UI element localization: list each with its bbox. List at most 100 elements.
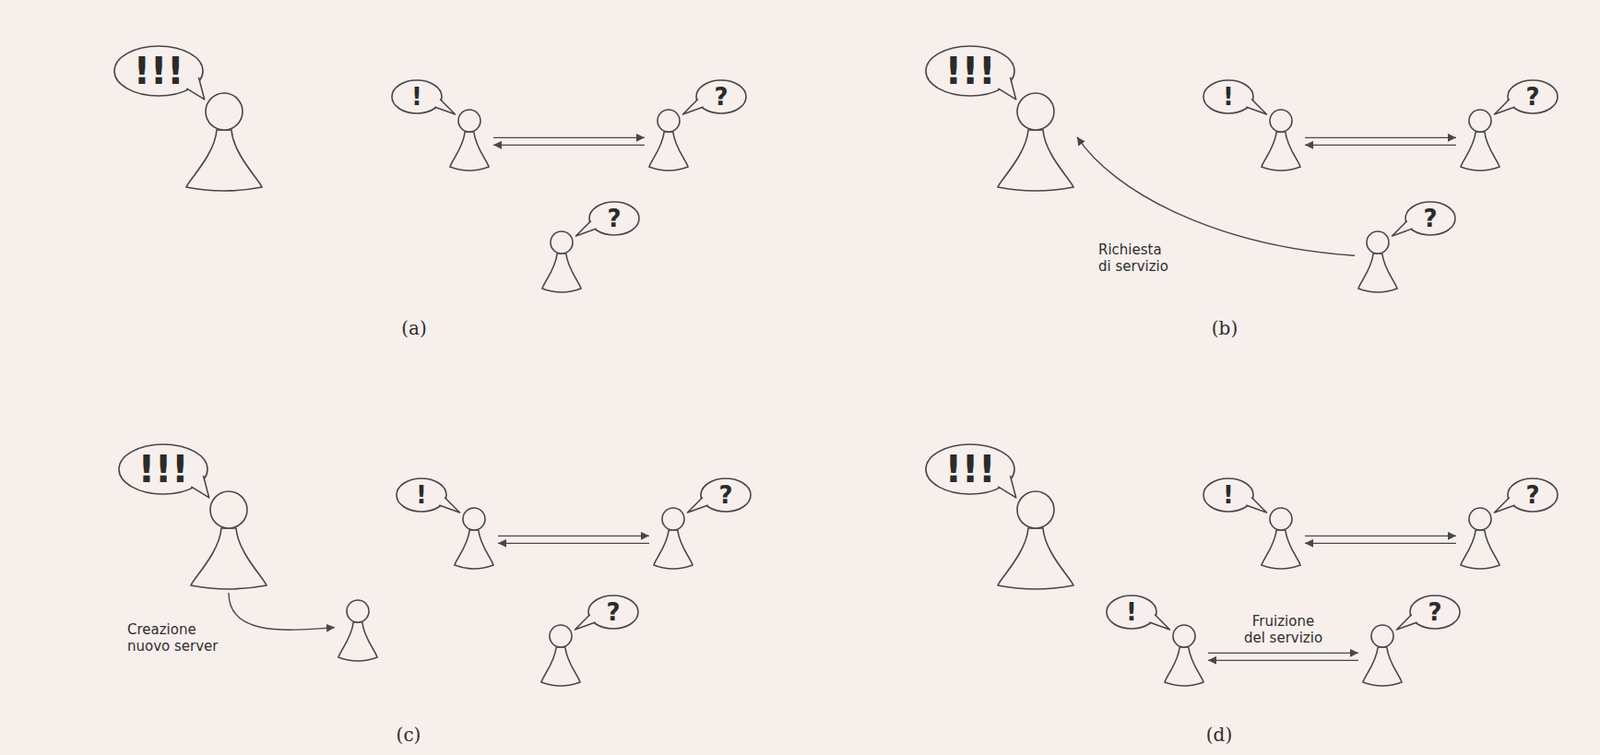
speech-bubble [1507,80,1558,114]
process-figure: ? [1362,624,1403,688]
process-figure: ? [1459,108,1501,172]
pawn-head [210,491,248,529]
bubble-tail [1493,497,1515,512]
pawn-figure [1260,507,1302,570]
connector-arrow [1208,660,1359,662]
bubble-tail [682,98,703,114]
process-figure: ? [648,108,689,172]
bubble-symbol: ? [606,206,621,231]
connector-arrow [493,137,645,139]
bubble-symbol: ! [415,483,427,508]
speech-bubble [1410,595,1460,629]
bubble-tail [1391,220,1412,236]
pawn-figure [541,230,582,294]
panel-label: (a) [401,317,427,340]
panel-label: (d) [1206,723,1233,747]
connector-arrow [1304,535,1457,537]
pawn-head [1366,231,1389,254]
process-figure: ! [453,507,495,570]
pawn-figure [449,108,490,172]
speech-bubble [696,80,747,114]
process-figure: ! [1163,624,1205,688]
bubble-tail [574,614,595,629]
pawn-head [1371,625,1394,648]
pawn-figure [1357,230,1399,294]
speech-bubble [1203,478,1254,512]
bubble-symbol: ! [411,84,423,109]
edge-label: Richiesta di servizio [1096,241,1173,275]
bubble-tail [997,475,1016,498]
bubble-tail [1245,98,1267,114]
bubble-symbol: !!! [133,52,185,90]
bubble-symbol: ? [1525,84,1540,109]
pawn-figure [1163,624,1205,688]
pawn-head [458,109,481,132]
pawn-head [550,231,573,254]
bubble-tail [186,77,204,100]
pawn-figure [453,507,495,570]
pawn-head [662,508,685,531]
pawn-head [205,93,243,131]
process-figure: ? [540,624,581,688]
connector-arrow [1208,652,1359,654]
speech-bubble [1203,80,1254,114]
process-figure: ! [449,108,490,172]
bubble-tail [1149,614,1170,629]
pawn-body [1460,530,1500,569]
pawn-figure [1260,108,1302,172]
speech-bubble [1507,478,1558,512]
speech-bubble [700,478,751,512]
pawn-body [541,647,581,687]
bubble-tail [1493,98,1515,114]
process-figure [337,599,379,663]
pawn-body [1261,131,1301,171]
pawn-head [346,600,369,623]
bubble-symbol: !!! [945,450,996,488]
pawn-head [1469,109,1492,132]
connector-arrow [1304,543,1457,545]
pawn-body [542,253,581,293]
connector-arrow [493,144,645,146]
edge-label: Fruizione del servizio [1241,613,1327,647]
bubble-symbol: ! [1222,483,1234,508]
bubble-symbol: ? [1427,600,1442,625]
bubble-tail [997,77,1016,100]
bubble-tail [687,497,708,512]
bubble-symbol: ? [605,600,620,625]
main-server-figure: !!! [996,490,1075,591]
main-server-figure: !!! [189,490,268,591]
pawn-body [338,622,378,662]
bubble-symbol: !!! [945,52,996,90]
pawn-body [190,528,267,590]
bubble-tail [575,220,596,236]
bubble-symbol: ? [718,483,733,508]
speech-bubble [1106,595,1157,629]
connector-arrow [1077,137,1355,257]
pawn-head [1269,508,1292,531]
pawn-head [1017,491,1055,529]
process-figure: ! [1260,507,1302,570]
bubble-tail [434,98,455,114]
pawn-figure [996,490,1075,591]
speech-bubble [588,595,639,629]
speech-bubble [589,201,640,236]
pawn-head [657,109,680,132]
connector-arrow [228,592,335,630]
speech-bubble [396,478,447,512]
bubble-symbol: ? [1422,206,1437,231]
pawn-body [649,131,688,171]
bubble-symbol: ? [1525,483,1540,508]
connector-arrow [1304,144,1457,146]
pawn-figure [652,507,694,570]
pawn-figure [648,108,689,172]
bubble-symbol: ? [713,84,728,109]
pawn-body [454,530,494,569]
pawn-figure [996,92,1075,192]
bubble-symbol: !!! [138,450,190,488]
edge-label: Creazione nuovo server [125,621,223,655]
pawn-body [186,130,262,191]
process-figure: ? [1357,230,1399,294]
panel-label: (b) [1211,317,1238,340]
pawn-body [997,130,1074,191]
